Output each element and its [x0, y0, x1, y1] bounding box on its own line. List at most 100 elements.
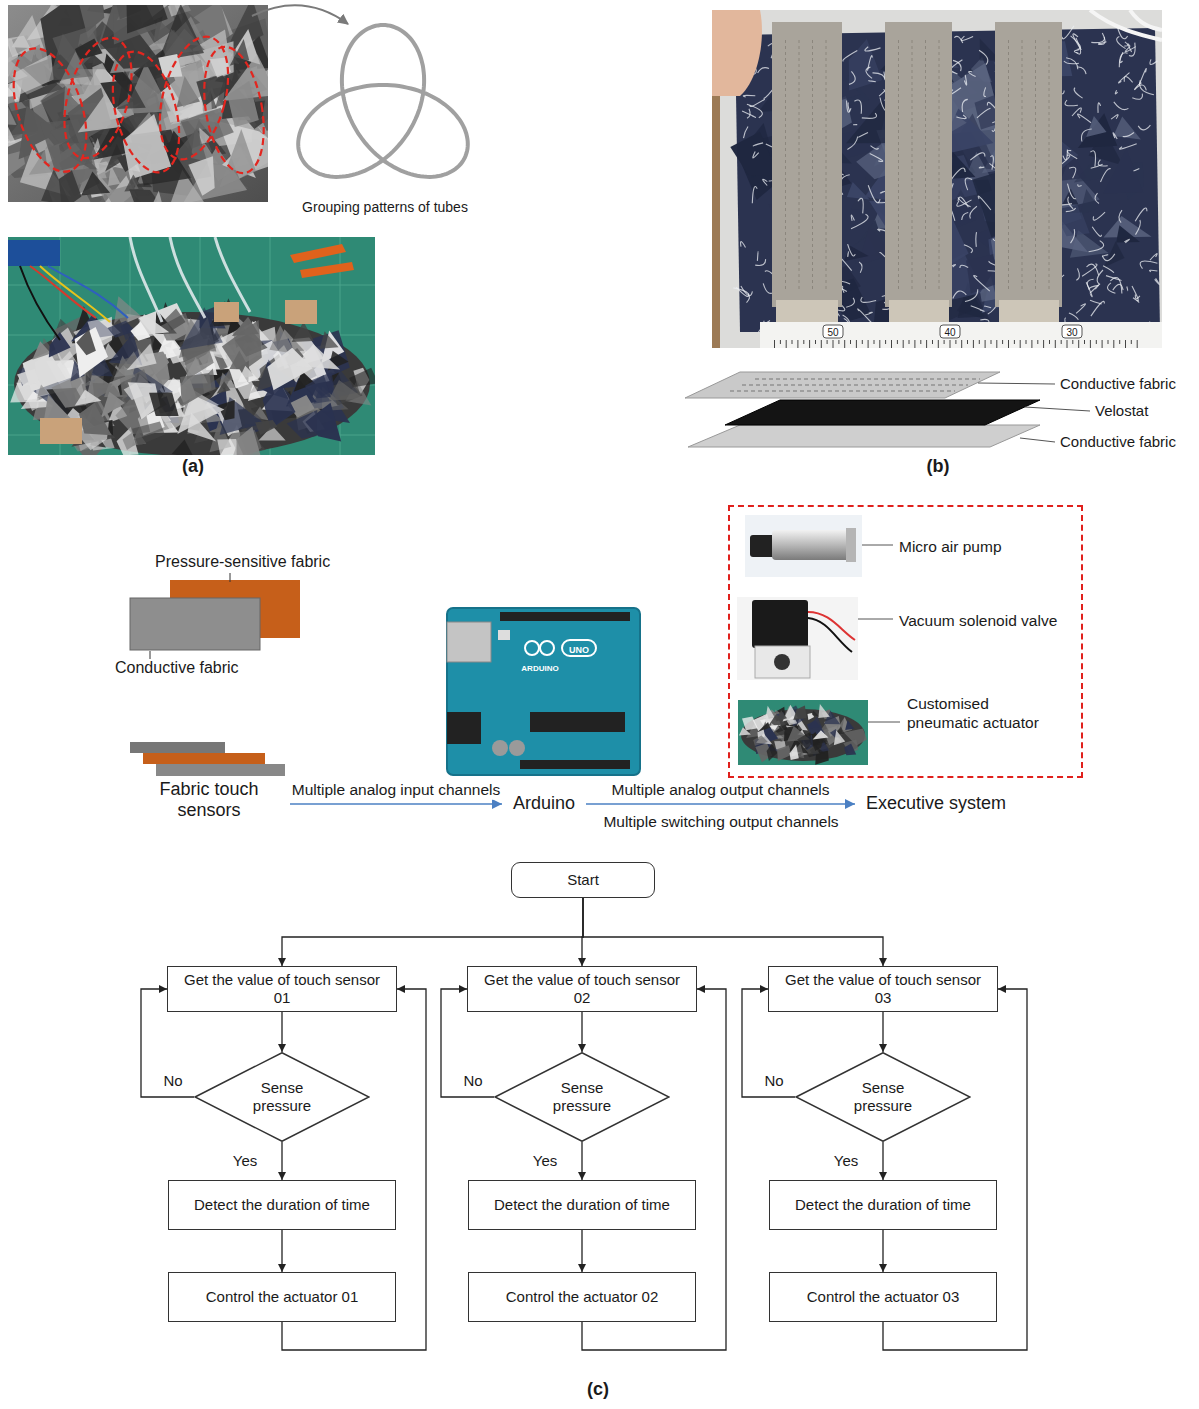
leader-lines [858, 619, 893, 620]
texture-patch [777, 745, 791, 761]
fabric-fibre [1103, 266, 1114, 273]
fabric-fibre [958, 197, 968, 207]
signal-label: Multiple switching output channels [603, 813, 838, 832]
fabric-fibre [1129, 43, 1135, 57]
block-label: Fabric touch sensors [128, 740, 290, 822]
node-text: Get the value of touch sensor 01 [174, 971, 390, 1007]
ruler-tick [979, 340, 980, 344]
texture-patch [1078, 113, 1117, 148]
fabric-fibre [1082, 264, 1097, 276]
fabric-fibre [1098, 103, 1101, 113]
ruler-tick [897, 340, 898, 344]
ruler-tick [786, 340, 787, 348]
ruler-tick [891, 340, 892, 348]
sensor-photo [772, 22, 842, 307]
texture-patch [844, 744, 856, 756]
texture-patch [320, 331, 339, 349]
texture-patch [127, 343, 157, 370]
label-slot: Conductive fabric [1060, 433, 1176, 451]
fabric-fibre [965, 178, 972, 190]
fabric-fibre [843, 51, 857, 62]
texture-patch [222, 320, 262, 374]
component-label: Customised pneumatic actuator [907, 695, 1057, 732]
fabric-fibre [753, 143, 763, 146]
texture-patch [129, 189, 157, 202]
label-slot: Pressure-sensitive fabric [155, 552, 330, 571]
ruler-tick [1043, 340, 1044, 348]
ruler-tick [1084, 340, 1085, 344]
ruler-tick [885, 340, 886, 344]
fabric-fibre [851, 214, 868, 228]
process-box: Control the actuator 01 [168, 1272, 396, 1322]
leader-lines [862, 545, 893, 546]
texture-patch [180, 373, 211, 407]
terminal-box: Start [511, 862, 655, 898]
component-group-box: Micro air pumpVacuum solenoid valveCusto… [728, 505, 1083, 778]
texture-patch [847, 182, 870, 200]
edge-label: No [762, 1072, 785, 1090]
decision-diamond: Sense pressure [795, 1052, 971, 1142]
node-text: Fabric touch sensors [153, 779, 265, 822]
actuator-photo [285, 300, 317, 324]
fabric-fibre [870, 153, 883, 161]
fabric-fibre [964, 75, 966, 85]
fabric-fibre [1093, 212, 1105, 220]
fabric-fibre [1069, 167, 1076, 178]
fabric-fibre [977, 108, 991, 118]
ruler-tick [1026, 340, 1027, 344]
connector-arrow [282, 898, 583, 966]
sensor-photo [712, 10, 1162, 348]
fabric-fibre [1081, 129, 1091, 142]
ruler-tick [1067, 340, 1068, 348]
fabric-fibre [755, 259, 765, 265]
connector-arrow [581, 1142, 582, 1180]
texture-patch [123, 433, 136, 450]
layer-stack [688, 425, 1040, 447]
fabric-fibre [1138, 125, 1150, 130]
micro-air-pump [745, 515, 862, 577]
fabric-fibre [1106, 276, 1121, 281]
arduino-board [525, 640, 596, 656]
actuator-photo [8, 237, 375, 455]
layer-stack [730, 379, 980, 391]
node-text: Control the actuator 03 [807, 1288, 960, 1306]
layer-stack [685, 372, 1000, 398]
ruler-tick [961, 340, 962, 348]
ruler-tick [1102, 340, 1103, 348]
arduino-board [525, 641, 539, 655]
stitch-line [939, 40, 940, 292]
ruler-tick [815, 340, 816, 344]
texture-patch [132, 422, 165, 447]
texture-patch [81, 172, 110, 196]
ruler-tick [827, 340, 828, 344]
stitch-line [1008, 40, 1009, 292]
fabric-fibre [1091, 37, 1104, 43]
fabric-fibre [750, 99, 765, 106]
actuator-photo [170, 237, 205, 318]
layer-stack [1020, 438, 1055, 442]
connector-arrow [290, 803, 502, 805]
fabric-fibre [1076, 304, 1085, 314]
ruler-tick [1061, 340, 1062, 344]
leader-lines [858, 545, 900, 722]
node-text: Executive system [866, 793, 1006, 815]
fabric-fibre [1063, 150, 1068, 160]
arduino-board [447, 608, 640, 775]
ruler-tick [850, 340, 851, 344]
ruler-tick [1125, 340, 1126, 348]
tube-photo [8, 5, 268, 202]
fabric-fibre [1090, 285, 1099, 294]
texture-patch [793, 705, 806, 720]
label-slot: No [461, 1072, 484, 1090]
fabric-fibre [1091, 301, 1105, 316]
sensor-photo [712, 10, 1162, 348]
label-slot: ARDUINO [521, 657, 558, 675]
label-slot: (a) [182, 456, 204, 478]
fabric-fibre [747, 109, 750, 119]
fabric-fibre [1134, 169, 1139, 171]
texture-patch [59, 170, 82, 202]
actuator-photo [8, 237, 375, 455]
fabric-fibre [1098, 33, 1105, 45]
